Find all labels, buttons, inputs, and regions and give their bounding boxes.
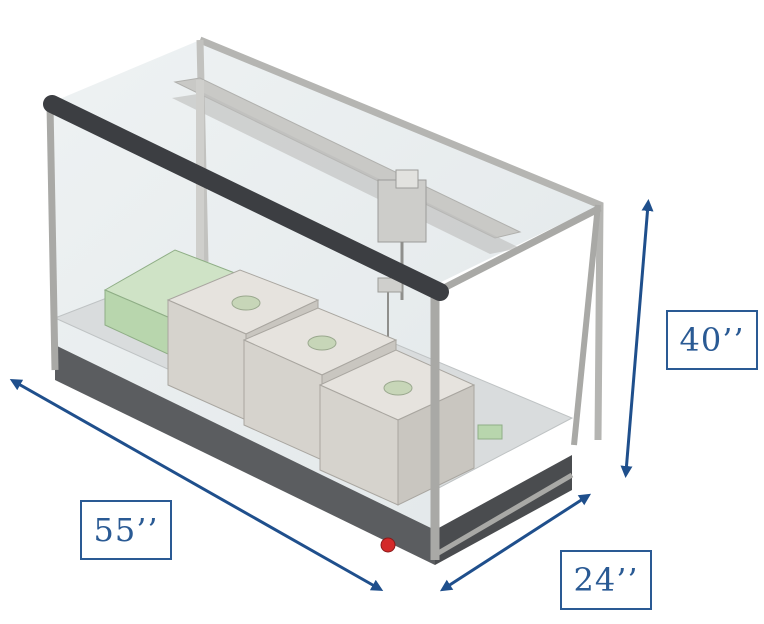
width-arrow xyxy=(439,493,592,592)
length-dimension-label: 55’’ xyxy=(80,500,172,560)
side-bottom-rail xyxy=(433,472,574,558)
height-dimension-text: 40’’ xyxy=(679,321,745,359)
length-arrow xyxy=(9,379,384,591)
gantry xyxy=(172,77,522,340)
front-left-post xyxy=(46,104,59,371)
top-front-rail xyxy=(43,95,449,301)
enclosure xyxy=(43,36,604,565)
power-button xyxy=(380,537,396,553)
right-back-post xyxy=(571,204,601,446)
height-dimension-label: 40’’ xyxy=(666,310,758,370)
height-arrow xyxy=(620,199,654,478)
side-top-rail xyxy=(438,204,602,294)
width-dimension-label: 24’’ xyxy=(560,550,652,610)
length-dimension-text: 55’’ xyxy=(93,511,159,549)
dispensing-head xyxy=(377,179,427,243)
width-dimension-text: 24’’ xyxy=(573,561,639,599)
back-frame xyxy=(198,36,604,441)
small-green-block xyxy=(477,424,503,440)
